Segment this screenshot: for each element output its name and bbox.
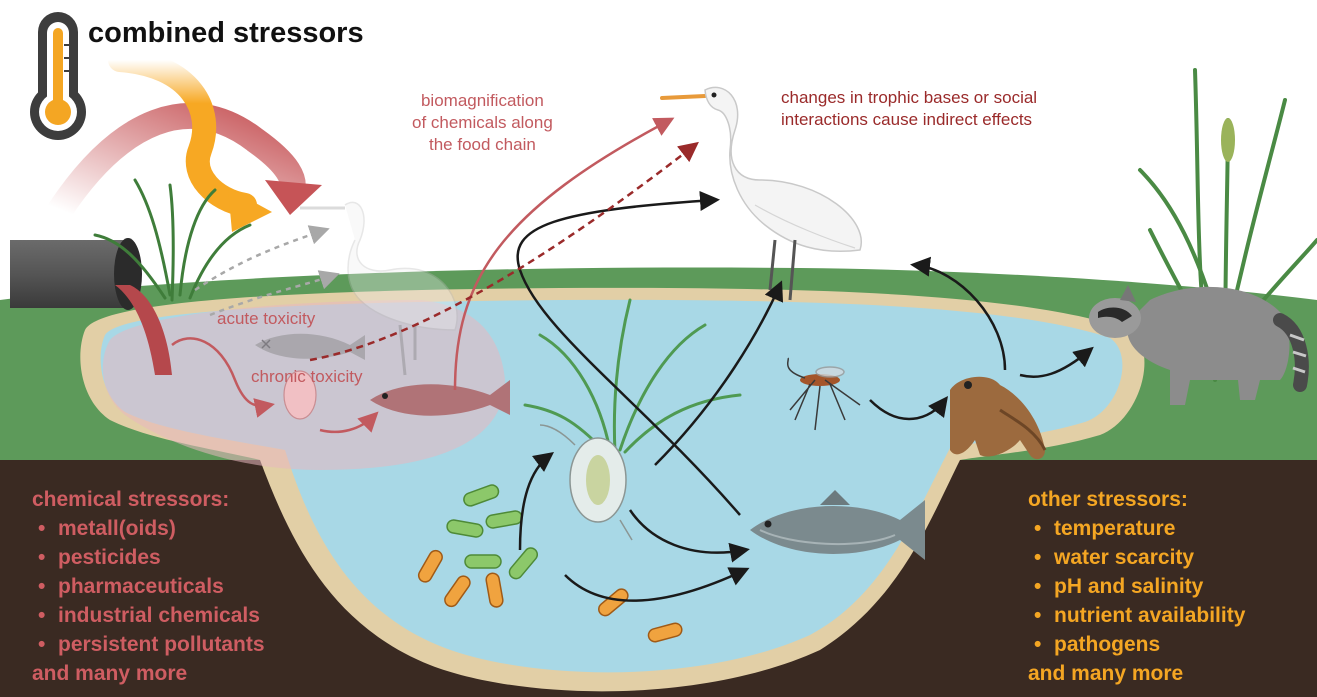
biomagnification-line: biomagnification [412,90,553,112]
list-item: temperature [1028,514,1245,543]
other-stressors-footer: and many more [1028,659,1245,688]
list-item: pesticides [32,543,265,572]
red-stressor-arrowhead [265,180,322,215]
chronic-toxicity-label: chronic toxicity [251,366,362,388]
biomagnification-line: the food chain [412,134,553,156]
list-item: pathogens [1028,630,1245,659]
indirect-effects-label: changes in trophic bases or social inter… [781,87,1037,131]
wheat-head-icon [1221,118,1235,162]
list-item: water scarcity [1028,543,1245,572]
chemical-stressors-heading: chemical stressors: [32,485,265,514]
acute-toxicity-label: acute toxicity [217,308,315,330]
list-item: pharmaceuticals [32,572,265,601]
other-stressors-heading: other stressors: [1028,485,1245,514]
chemical-stressors-footer: and many more [32,659,265,688]
indirect-effects-line: interactions cause indirect effects [781,109,1037,131]
biomagnification-line: of chemicals along [412,112,553,134]
list-item: metall(oids) [32,514,265,543]
red-stressor-arrow [60,116,293,210]
thermometer-icon [30,12,86,140]
diagram-title: combined stressors [88,17,364,50]
biomagnification-label: biomagnification of chemicals along the … [412,90,553,156]
list-item: nutrient availability [1028,601,1245,630]
list-item: pH and salinity [1028,572,1245,601]
other-stressors-list: other stressors: temperature water scarc… [1028,485,1245,688]
indirect-effects-line: changes in trophic bases or social [781,87,1037,109]
chemical-stressors-list: chemical stressors: metall(oids) pestici… [32,485,265,688]
list-item: industrial chemicals [32,601,265,630]
list-item: persistent pollutants [32,630,265,659]
